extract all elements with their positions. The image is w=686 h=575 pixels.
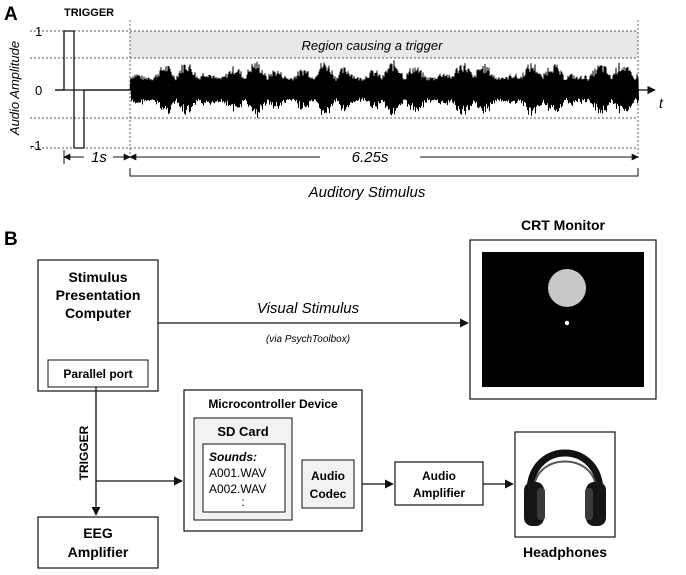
amplifier-line2: Amplifier	[413, 486, 465, 500]
sd-card-title: SD Card	[217, 424, 268, 439]
sounds-list-box	[202, 443, 286, 513]
fixation-dot	[564, 320, 570, 326]
trigger-region-label: Region causing a trigger	[302, 38, 444, 53]
trigger-link-label: TRIGGER	[77, 425, 91, 480]
sounds-label: Sounds:	[209, 450, 257, 464]
codec-line1: Audio	[311, 469, 345, 483]
audio-codec-box	[301, 459, 355, 509]
visual-stimulus-circle	[548, 269, 586, 307]
eeg-amplifier-box	[37, 516, 159, 569]
microcontroller-title: Microcontroller Device	[208, 397, 338, 411]
visual-stimulus-label: Visual Stimulus	[257, 300, 360, 317]
trigger-pulse-label: TRIGGER	[64, 7, 114, 19]
gap-duration-label: 1s	[91, 149, 107, 166]
trigger-pulse	[55, 30, 130, 149]
trigger-region	[130, 31, 638, 58]
y-tick-1: 1	[35, 24, 42, 39]
sound-file-more: :	[241, 495, 244, 509]
panel-a: A TRIGGER Region causing a trigger Audio…	[4, 4, 664, 201]
sound-file-2: A002.WAV	[209, 482, 266, 496]
codec-line2: Codec	[310, 487, 347, 501]
y-axis-label: Audio Amplitude	[7, 41, 22, 136]
sound-file-1: A001.WAV	[209, 466, 266, 480]
stimulus-duration-label: 6.25s	[352, 149, 389, 166]
audio-waveform	[129, 60, 639, 118]
headphones-icon	[524, 449, 606, 526]
panel-b: B Stimulus Presentation Computer Paralle…	[4, 217, 657, 569]
panel-a-label: A	[4, 4, 18, 25]
panel-b-label: B	[4, 229, 18, 250]
auditory-stimulus-label: Auditory Stimulus	[308, 184, 426, 201]
time-axis-label: t	[659, 95, 664, 111]
headphones-label: Headphones	[523, 544, 607, 560]
computer-title-line1: Stimulus	[68, 269, 127, 285]
parallel-port-label: Parallel port	[63, 367, 132, 381]
eeg-line1: EEG	[83, 525, 113, 541]
duration-markers	[63, 150, 639, 177]
crt-monitor-title: CRT Monitor	[521, 217, 606, 233]
parallel-port-box	[47, 359, 149, 388]
amplifier-line1: Audio	[422, 469, 456, 483]
computer-title-line3: Computer	[65, 305, 132, 321]
eeg-line2: Amplifier	[68, 544, 129, 560]
computer-title-line2: Presentation	[56, 287, 141, 303]
amplitude-gridlines	[30, 20, 639, 160]
y-tick-minus-1: -1	[30, 138, 42, 153]
visual-stimulus-sublabel: (via PsychToolbox)	[266, 334, 350, 345]
y-tick-0: 0	[35, 83, 42, 98]
